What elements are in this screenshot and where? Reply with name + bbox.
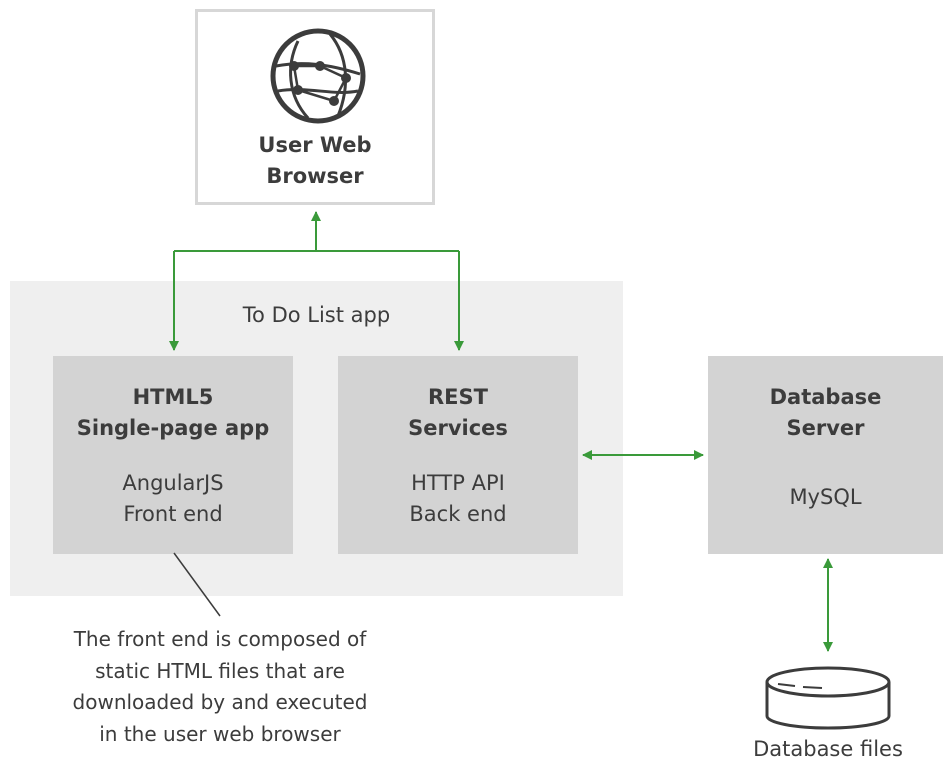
frontend-title-line1: HTML5 xyxy=(132,385,214,409)
frontend-component: HTML5 Single-page app AngularJS Front en… xyxy=(53,356,293,554)
frontend-sub-line2: Front end xyxy=(123,502,223,526)
note-line4: in the user web browser xyxy=(99,721,341,746)
database-files-label: Database files xyxy=(753,737,903,761)
rest-title-line1: REST xyxy=(428,385,488,409)
database-server-title: Database Server xyxy=(708,382,943,444)
frontend-sub-line1: AngularJS xyxy=(122,471,224,495)
note-line3: downloaded by and executed xyxy=(72,690,368,714)
rest-title: REST Services xyxy=(338,382,578,444)
app-title: To Do List app xyxy=(242,303,391,327)
rest-subtitle: HTTP API Back end xyxy=(338,468,578,530)
rest-services-component: REST Services HTTP API Back end xyxy=(338,356,578,554)
frontend-subtitle: AngularJS Front end xyxy=(53,468,293,530)
database-server-title-line2: Server xyxy=(786,416,865,440)
globe-network-icon xyxy=(270,28,366,124)
frontend-title-line2: Single-page app xyxy=(76,416,270,440)
browser-app-arrows xyxy=(169,211,464,351)
frontend-note: The front end is composed of static HTML… xyxy=(20,624,420,750)
database-server-sub: MySQL xyxy=(789,485,862,509)
database-cylinder-icon xyxy=(765,666,891,730)
rest-sub-line2: Back end xyxy=(409,502,507,526)
rest-sub-line1: HTTP API xyxy=(411,471,505,495)
rest-title-line2: Services xyxy=(408,416,508,440)
user-web-browser-node: User Web Browser xyxy=(195,9,435,205)
database-server-node: Database Server MySQL xyxy=(708,356,943,554)
note-line1: The front end is composed of xyxy=(73,627,367,651)
browser-title: User Web Browser xyxy=(198,130,432,192)
browser-title-line1: User Web xyxy=(258,133,372,157)
database-server-title-line1: Database xyxy=(769,385,882,409)
note-pointer-line xyxy=(173,552,221,617)
browser-title-line2: Browser xyxy=(266,164,364,188)
frontend-title: HTML5 Single-page app xyxy=(53,382,293,444)
note-line2: static HTML files that are xyxy=(95,658,345,683)
